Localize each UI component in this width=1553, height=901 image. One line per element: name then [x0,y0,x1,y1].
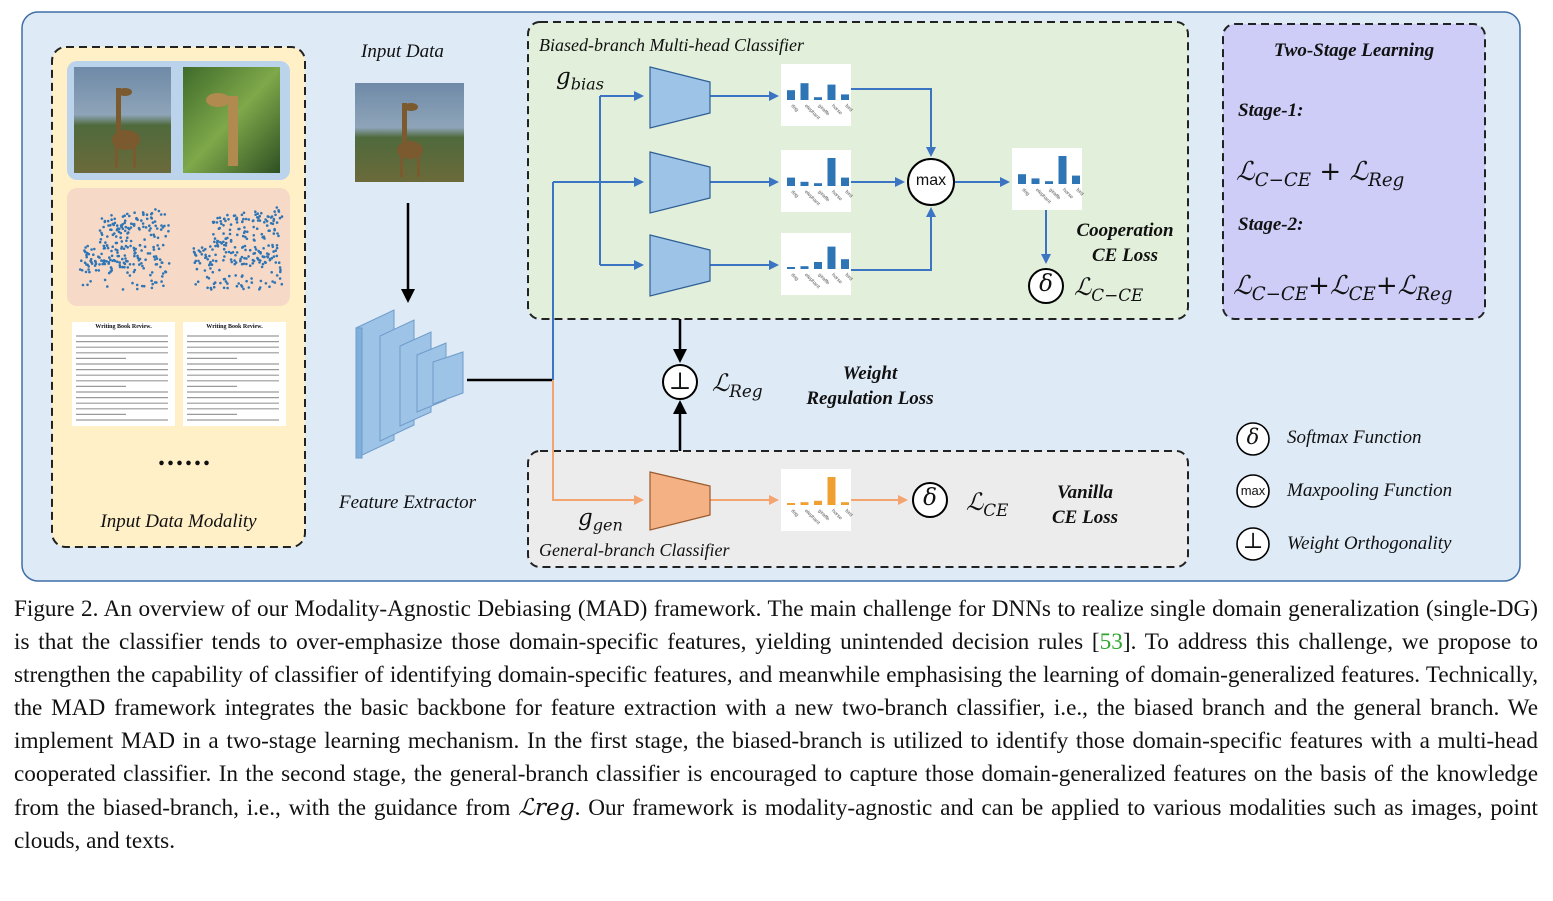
two-stage-title: Two-Stage Learning [1273,40,1435,61]
giraffe-silhouette-1 [112,88,140,168]
g-bias-label: gbias [556,64,605,94]
feature-extractor-label: Feature Extractor [339,492,477,513]
legend-softmax-circle [1236,422,1270,456]
text-document-1 [72,322,175,426]
softmax-node-general [912,482,948,518]
bar-maxed-dog [1018,174,1026,184]
legend-perp-text: Weight Orthogonality [1287,533,1452,554]
softmax-symbol-biased: δ [1039,271,1053,297]
bar-head2-bird [841,177,849,186]
bar-head3-bird [841,259,849,269]
two-stage-panel [1222,23,1486,320]
bar-general-elephant [800,502,809,505]
bar-head1-dog [787,90,795,100]
general-branch-panel [527,450,1189,568]
legend-max-circle [1236,474,1270,508]
bar-head1-giraffe [814,97,822,100]
softmax-node-biased [1028,268,1064,304]
legend-perp-symbol: ⊥ [1242,529,1264,554]
bar-head3-elephant [800,266,809,269]
loss-ce-label: ℒCE [966,488,1009,520]
bar-head3-horse [827,246,836,269]
giraffe-image-1 [74,67,171,173]
bar-label-head1-bird: bird [844,103,854,113]
legend-softmax-symbol: δ [1246,425,1260,449]
bar-general-giraffe [814,500,822,505]
bar-general-bird [841,502,849,505]
input-modality-label: Input Data Modality [100,511,257,532]
perp-symbol: ⊥ [668,367,692,395]
bar-label-general-dog: dog [790,508,800,518]
bar-head1-bird [841,94,849,100]
caption-reference-link[interactable]: 53 [1099,629,1123,655]
stage1-label: Stage-1: [1238,100,1304,121]
softmax-symbol-general: δ [923,485,937,511]
bar-maxed-horse [1058,156,1067,184]
bar-general-dog [787,503,795,505]
g-gen-label: ggen [578,505,623,535]
ellipsis: ...... [158,441,212,472]
input-data-image [355,83,464,182]
bar-label-head3-dog: dog [790,272,800,282]
bar-head1-horse [827,84,836,100]
general-branch-connectors [552,380,908,505]
bar-head3-giraffe [814,262,822,269]
bar-label-head1-dog: dog [790,103,800,113]
bar-head2-elephant [800,181,809,186]
caption-part-1: Figure 2. An overview of our Modality-Ag… [14,596,1538,655]
bar-maxed-giraffe [1045,181,1053,184]
bar-label-head2-bird: bird [844,189,854,199]
bar-head2-horse [827,158,836,186]
orthogonality-node [662,364,698,400]
bar-chart-general [781,469,851,531]
caption-part-2: ]. To address this challenge, we propose… [14,629,1538,821]
stage1-formula: ℒC−CE + ℒReg [1236,157,1405,192]
loss-reg-label: ℒReg [712,369,763,401]
stage2-label: Stage-2: [1238,214,1304,235]
input-giraffe [397,103,423,177]
stage2-formula: ℒC−CE+ℒCE+ℒReg [1233,271,1453,306]
bar-label-general-bird: bird [844,508,854,518]
caption-part-3: . Our framework is modality-agnostic and… [14,795,1538,854]
bar-general-horse [827,477,836,505]
input-data-label: Input Data [361,41,444,62]
legend-max-text: Maxpooling Function [1287,480,1453,501]
loss-cce-label: ℒC−CE [1074,273,1144,305]
bar-head2-dog [787,177,795,186]
biased-branch-title: Biased-branch Multi-head Classifier [539,35,804,55]
point-cloud-sofas [78,206,284,291]
caption-inline-math: ℒreg [518,794,575,821]
bar-head2-giraffe [814,183,822,186]
legend-max-symbol: max [1240,483,1266,498]
doc-title-1: Writing Book Review. [95,324,152,330]
bar-head1-elephant [800,83,809,100]
text-document-2 [183,322,286,426]
point-cloud-box [67,188,290,306]
biased-branch-connectors [552,88,1051,380]
bar-head3-dog [787,267,795,269]
legend-softmax-text: Softmax Function [1287,427,1422,448]
bar-label-maxed-bird: bird [1075,187,1085,197]
legend-perp-circle [1236,527,1270,561]
bar-maxed-bird [1072,175,1080,184]
feature-extractor-blocks [355,309,464,459]
giraffe-silhouette-2 [206,93,238,166]
bar-label-maxed-dog: dog [1021,187,1031,197]
bar-label-head3-bird: bird [844,272,854,282]
doc-title-2: Writing Book Review. [206,324,263,330]
bar-maxed-elephant [1031,178,1040,184]
max-label: max [915,172,947,189]
general-classifier-head [649,471,711,531]
bar-label-head2-dog: dog [790,189,800,199]
figure-caption: Figure 2. An overview of our Modality-Ag… [14,593,1538,858]
maxpool-node [907,158,955,206]
biased-classifier-heads [649,66,711,297]
general-branch-title: General-branch Classifier [539,540,730,560]
